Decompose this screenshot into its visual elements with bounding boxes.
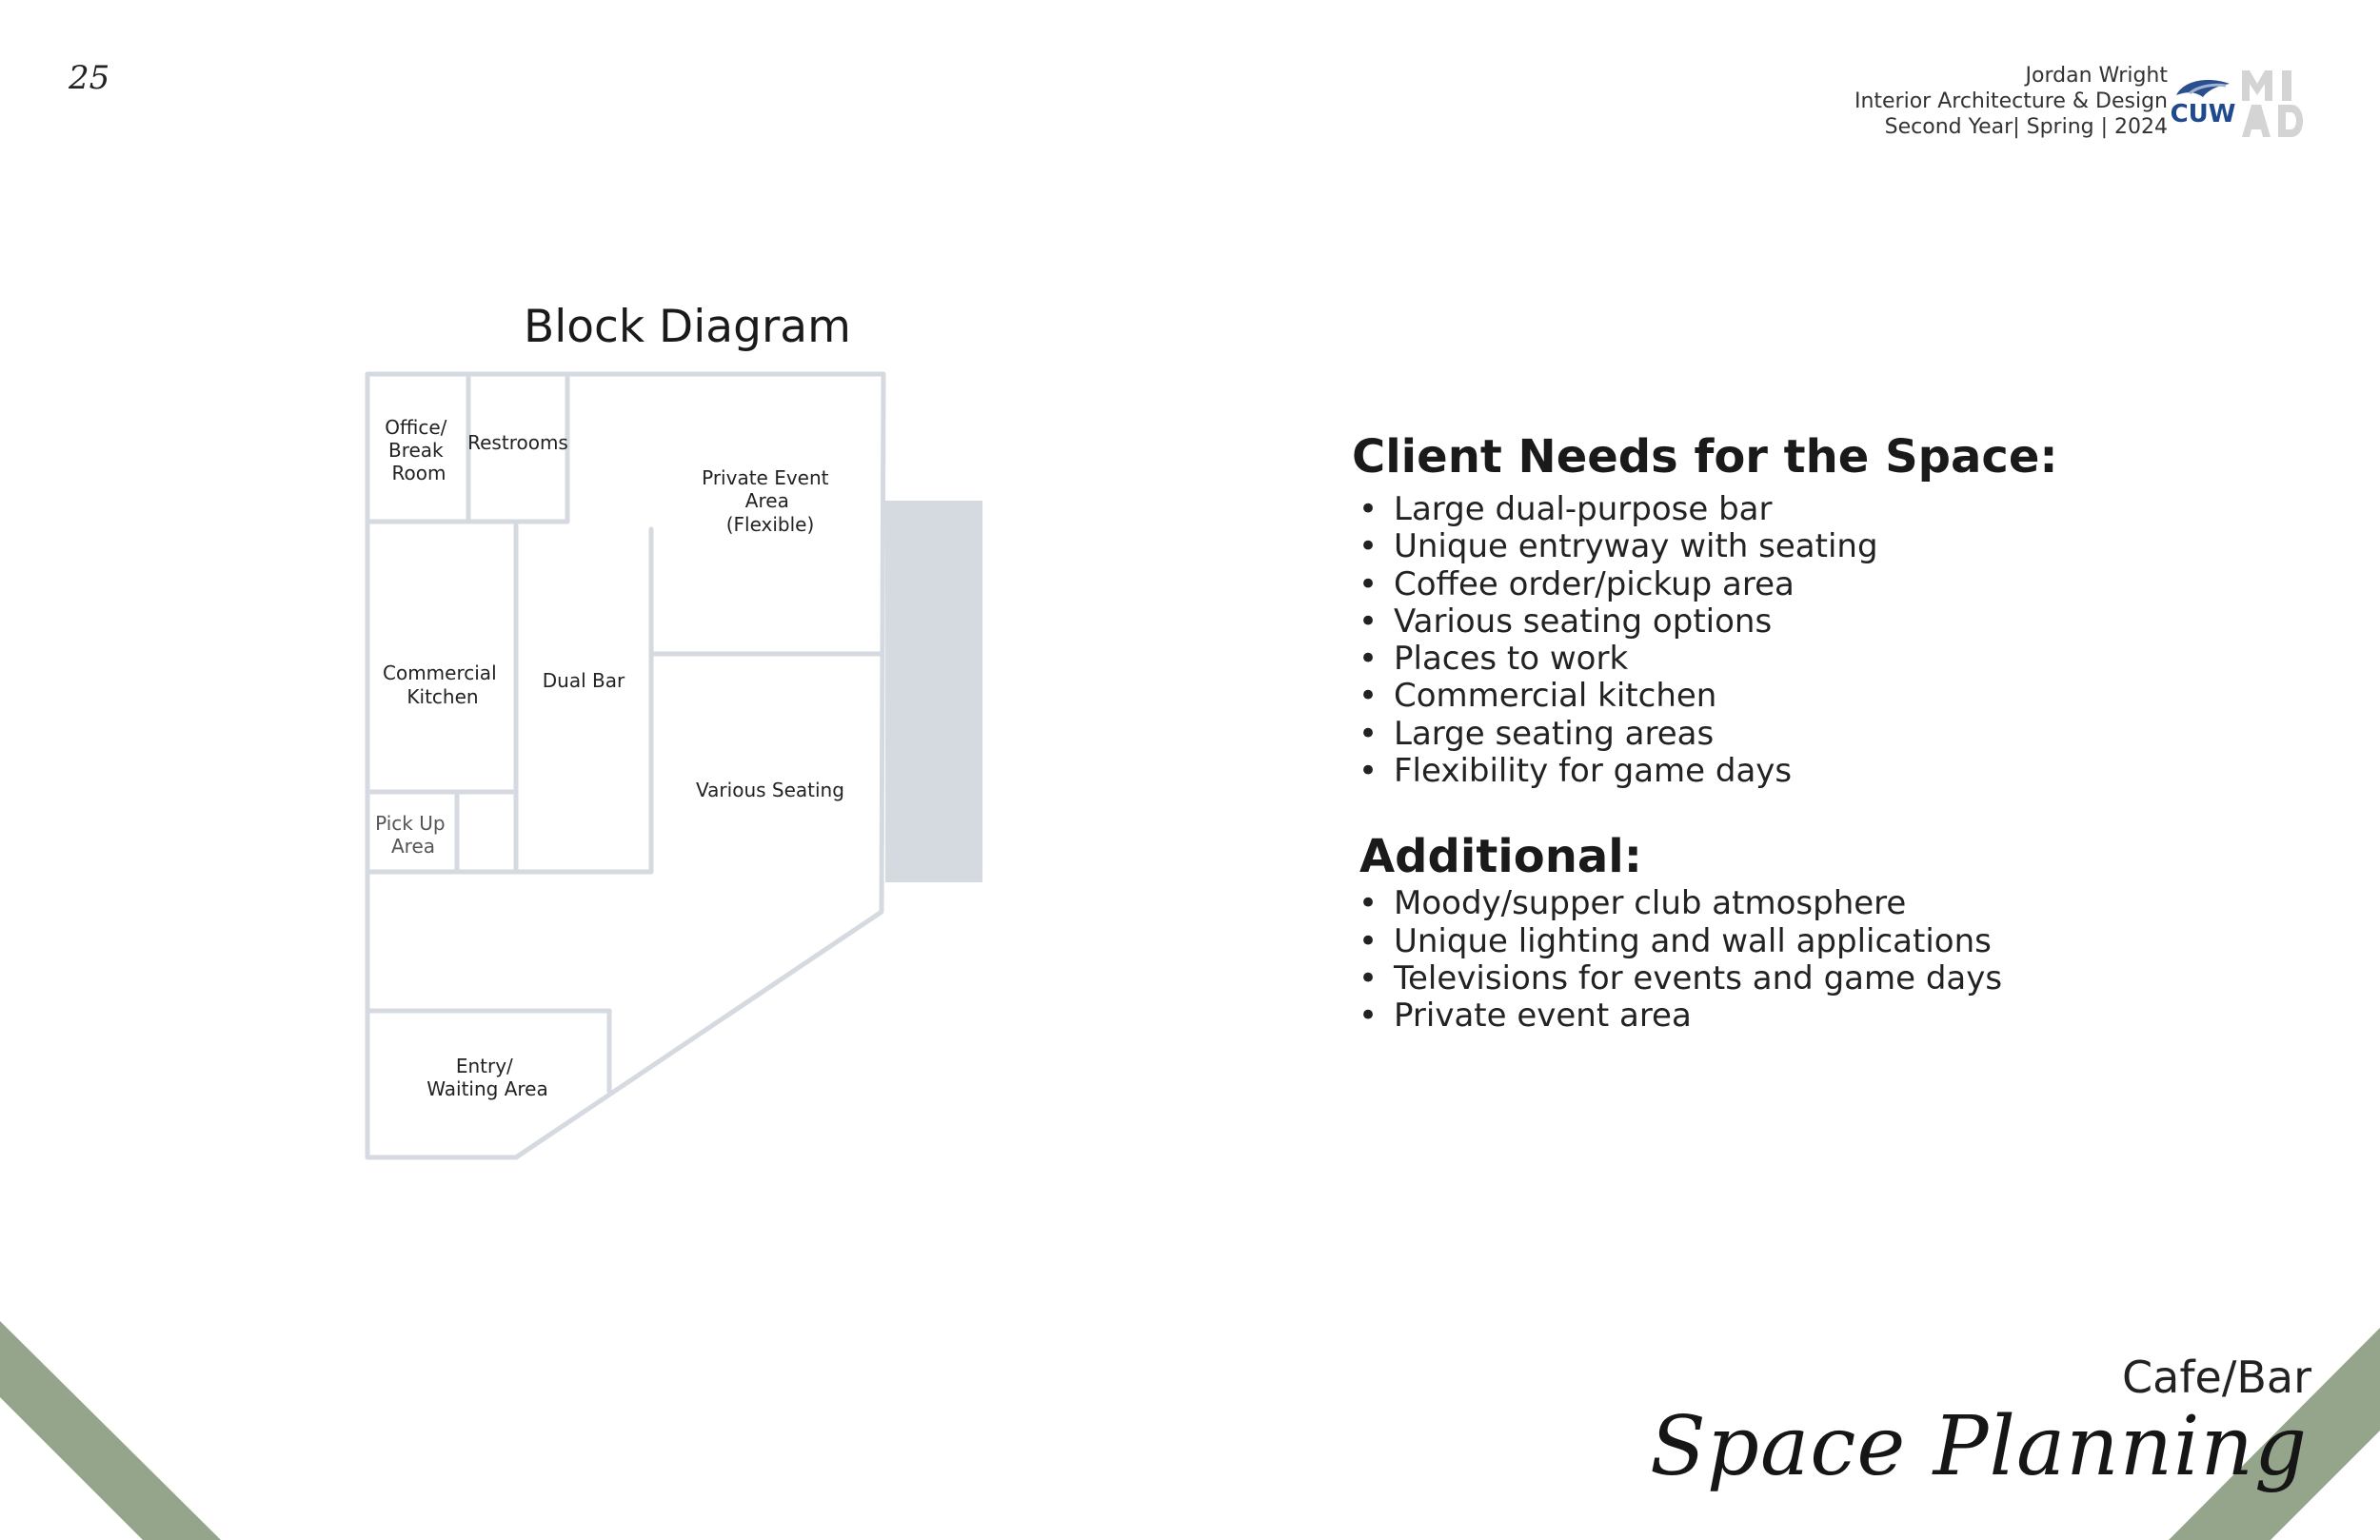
block-diagram-title: Block Diagram	[524, 301, 851, 353]
client-needs-section: Client Needs for the Space: Large dual-p…	[1352, 430, 2058, 1036]
page-number: 25	[69, 59, 110, 97]
list-item: Places to work	[1352, 640, 2058, 678]
list-item: Various seating options	[1352, 602, 2058, 641]
office-label: Office/ Break Room	[385, 416, 452, 484]
program-name: Interior Architecture & Design	[1854, 89, 2168, 113]
list-item: Televisions for events and game days	[1352, 959, 2058, 997]
footer-title: Space Planning	[1650, 1399, 2308, 1494]
diagram-outer-wall	[365, 371, 886, 1160]
kitchen-label: Commercial Kitchen	[383, 661, 503, 708]
restrooms-label: Restrooms	[467, 431, 568, 454]
additional-heading: Additional:	[1359, 830, 1642, 884]
various-seating-label: Various Seating	[696, 779, 844, 801]
additional-list: Moody/supper club atmosphere Unique ligh…	[1352, 885, 2058, 1036]
header-info: Jordan Wright Interior Architecture & De…	[1854, 63, 2168, 140]
private-event-label: Private Event Area (Flexible)	[702, 466, 835, 536]
pickup-label: Pick Up Area	[375, 812, 451, 858]
list-item: Large dual-purpose bar	[1352, 490, 2058, 528]
client-needs-list: Large dual-purpose bar Unique entryway w…	[1352, 490, 2058, 790]
term-line: Second Year| Spring | 2024	[1884, 115, 2168, 139]
author-name: Jordan Wright	[2025, 64, 2168, 88]
miad-logo	[2242, 70, 2303, 137]
list-item: Coffee order/pickup area	[1352, 565, 2058, 603]
list-item: Private event area	[1352, 997, 2058, 1035]
list-item: Commercial kitchen	[1352, 678, 2058, 716]
right-corner-stripe	[2169, 1328, 2380, 1540]
dual-bar-label: Dual Bar	[543, 669, 625, 692]
left-corner-stripe	[0, 1321, 221, 1540]
list-item: Moody/supper club atmosphere	[1352, 885, 2058, 923]
cuw-logo-text: CUW	[2171, 100, 2235, 126]
additional-section: Additional: Moody/supper club atmosphere…	[1352, 830, 2058, 1035]
list-item: Large seating areas	[1352, 715, 2058, 753]
exterior-patio-block	[885, 501, 982, 882]
cuw-logo: CUW	[2171, 80, 2235, 126]
list-item: Unique entryway with seating	[1352, 527, 2058, 565]
entry-label: Entry/ Waiting Area	[426, 1055, 547, 1100]
footer-subtitle: Cafe/Bar	[2122, 1352, 2311, 1403]
client-needs-heading: Client Needs for the Space:	[1352, 430, 2058, 484]
list-item: Unique lighting and wall applications	[1352, 922, 2058, 960]
list-item: Flexibility for game days	[1352, 752, 2058, 790]
